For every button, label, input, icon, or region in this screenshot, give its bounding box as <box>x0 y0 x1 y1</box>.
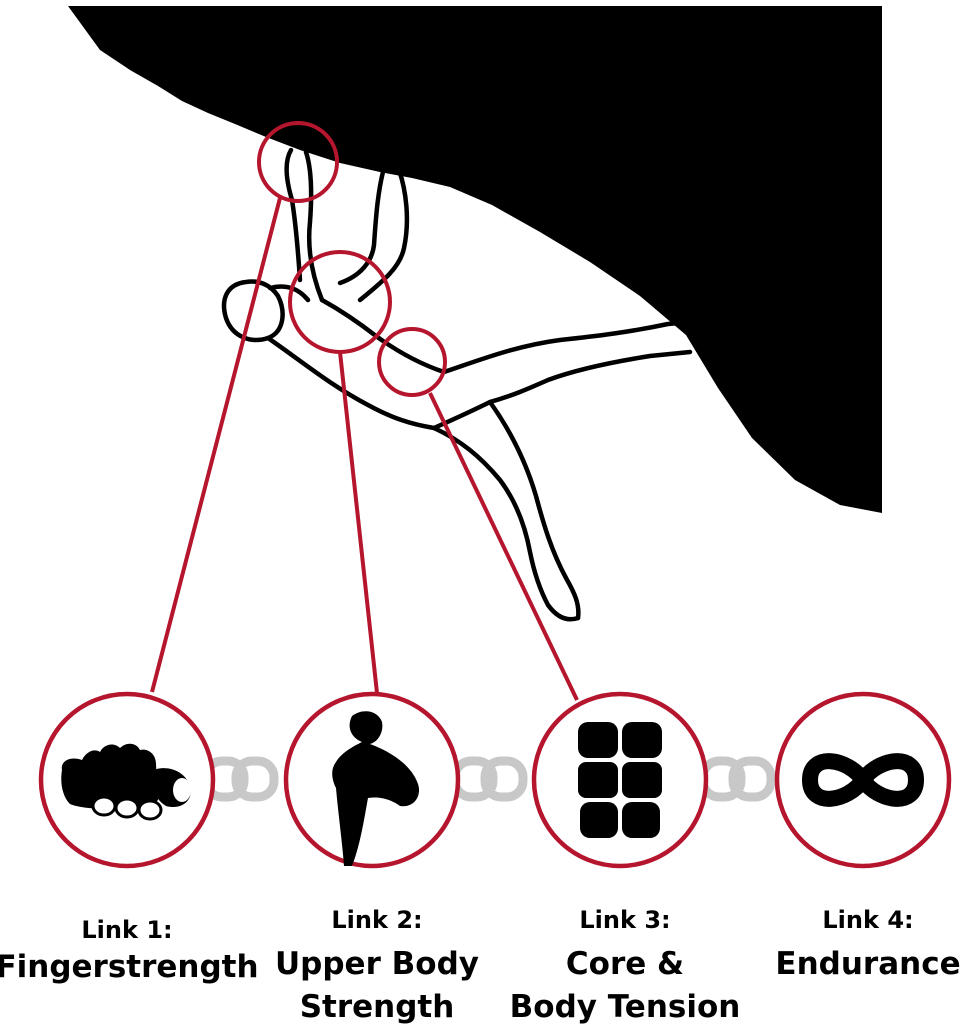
link-2-title: Link 2: <box>331 906 422 934</box>
chain-link-3-4 <box>703 761 771 797</box>
zoom-circle-core <box>379 329 445 395</box>
chain-link-1-2 <box>206 761 274 797</box>
link-4-name: Endurance <box>775 946 960 982</box>
link-2-name-line2: Strength <box>300 989 455 1025</box>
link-labels: Link 1: Fingerstrength Link 2: Upper Bod… <box>0 906 961 1025</box>
link-3-title: Link 3: <box>579 906 670 934</box>
link-3-name-line1: Core & <box>566 946 684 982</box>
link-1-name: Fingerstrength <box>0 949 259 985</box>
zoom-circle-arm <box>290 252 390 352</box>
link-4-title: Link 4: <box>822 906 913 934</box>
connector-lines <box>152 198 577 700</box>
chain-link-2-3 <box>455 761 523 797</box>
link-2-name-line1: Upper Body <box>275 946 479 982</box>
link-3-name-line2: Body Tension <box>510 989 741 1025</box>
link-1-title: Link 1: <box>81 916 172 944</box>
link-circle-3 <box>534 694 706 866</box>
rock-overhang <box>68 6 882 513</box>
